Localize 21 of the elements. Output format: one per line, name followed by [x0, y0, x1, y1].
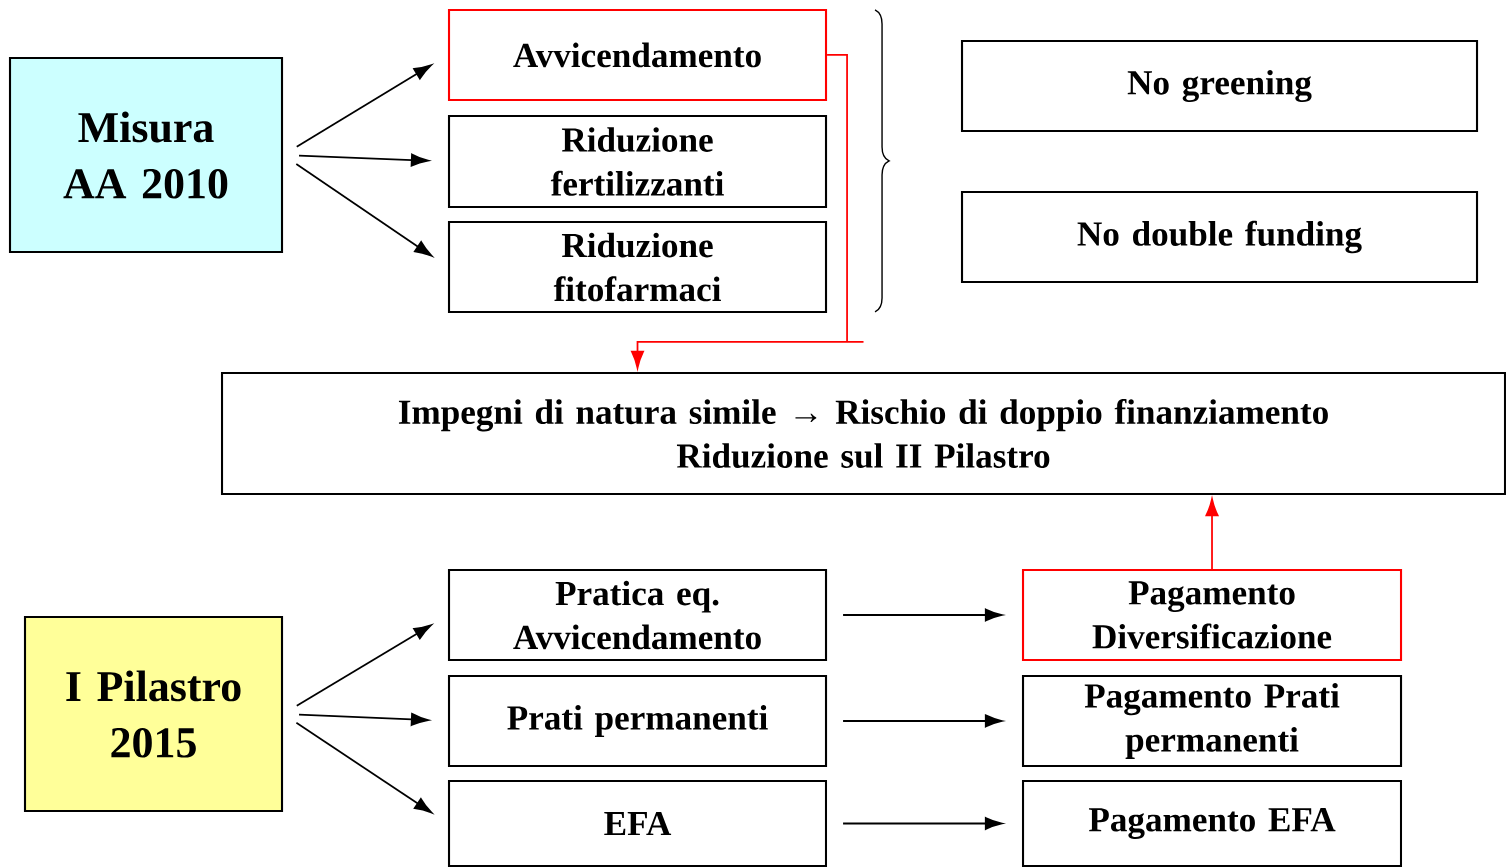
arrow — [295, 624, 432, 707]
arrow — [295, 721, 433, 814]
arrow — [842, 608, 1003, 622]
text-box: Misura AA 2010 — [8, 56, 284, 254]
text-box: Pagamento Diversificazione — [1021, 568, 1403, 662]
text-box: No double funding — [960, 190, 1479, 284]
text-box: I Pilastro 2015 — [23, 615, 284, 813]
arrow — [295, 163, 433, 257]
text-box: Pagamento EFA — [1021, 779, 1403, 867]
text-box: Impegni di natura simile → Rischio di doppio finanziamento Riduzione sul II Pilastro — [220, 371, 1506, 496]
arrow — [1205, 498, 1219, 570]
arrow — [295, 64, 432, 148]
arrow — [298, 713, 429, 726]
text-box: No greening — [960, 39, 1479, 133]
text-box: Avvicendamento — [447, 8, 828, 102]
arrow — [842, 714, 1003, 728]
text-box: Prati permanenti — [447, 674, 828, 768]
text-box: EFA — [447, 779, 828, 867]
text-box: Pagamento Prati permanenti — [1021, 674, 1403, 768]
arrow — [298, 153, 429, 167]
text-box: Pratica eq. Avvicendamento — [447, 568, 828, 662]
